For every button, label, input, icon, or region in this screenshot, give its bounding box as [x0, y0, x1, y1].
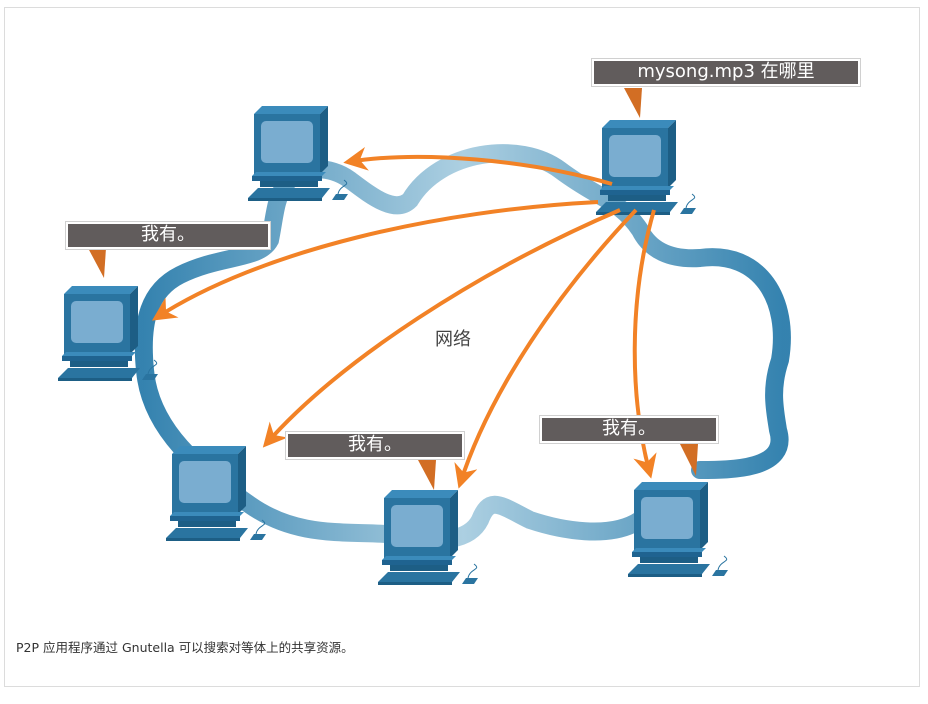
query-arrow-left [151, 200, 599, 321]
computer-requester-icon [595, 119, 697, 216]
reply-callout-left: 我有。 [65, 221, 271, 250]
network-label: 网络 [435, 329, 471, 350]
callout-pointer-left [88, 248, 106, 278]
figure-caption: P2P 应用程序通过 Gnutella 可以搜索对等体上的共享资源。 [16, 640, 354, 655]
callout-pointer-bottom-right [680, 444, 698, 476]
computer-top-icon [247, 105, 349, 202]
query-callout: mysong.mp3 在哪里 [591, 58, 861, 87]
reply-callout-bottom-right: 我有。 [539, 415, 719, 444]
reply-callout-bottom-center: 我有。 [285, 431, 465, 460]
query-arrow-bottom-center [454, 208, 638, 489]
query-arrow-bottom-right [632, 209, 657, 479]
computer-bottom-right-icon [627, 481, 729, 578]
callout-pointer-query [624, 88, 642, 118]
query-arrow-top [343, 147, 613, 186]
network-cloud [134, 144, 791, 549]
figure-frame [4, 7, 920, 687]
callout-pointer-bottom-center [418, 460, 436, 490]
query-arrow-lower-left [262, 208, 621, 448]
computer-lower-left-icon [165, 445, 267, 542]
